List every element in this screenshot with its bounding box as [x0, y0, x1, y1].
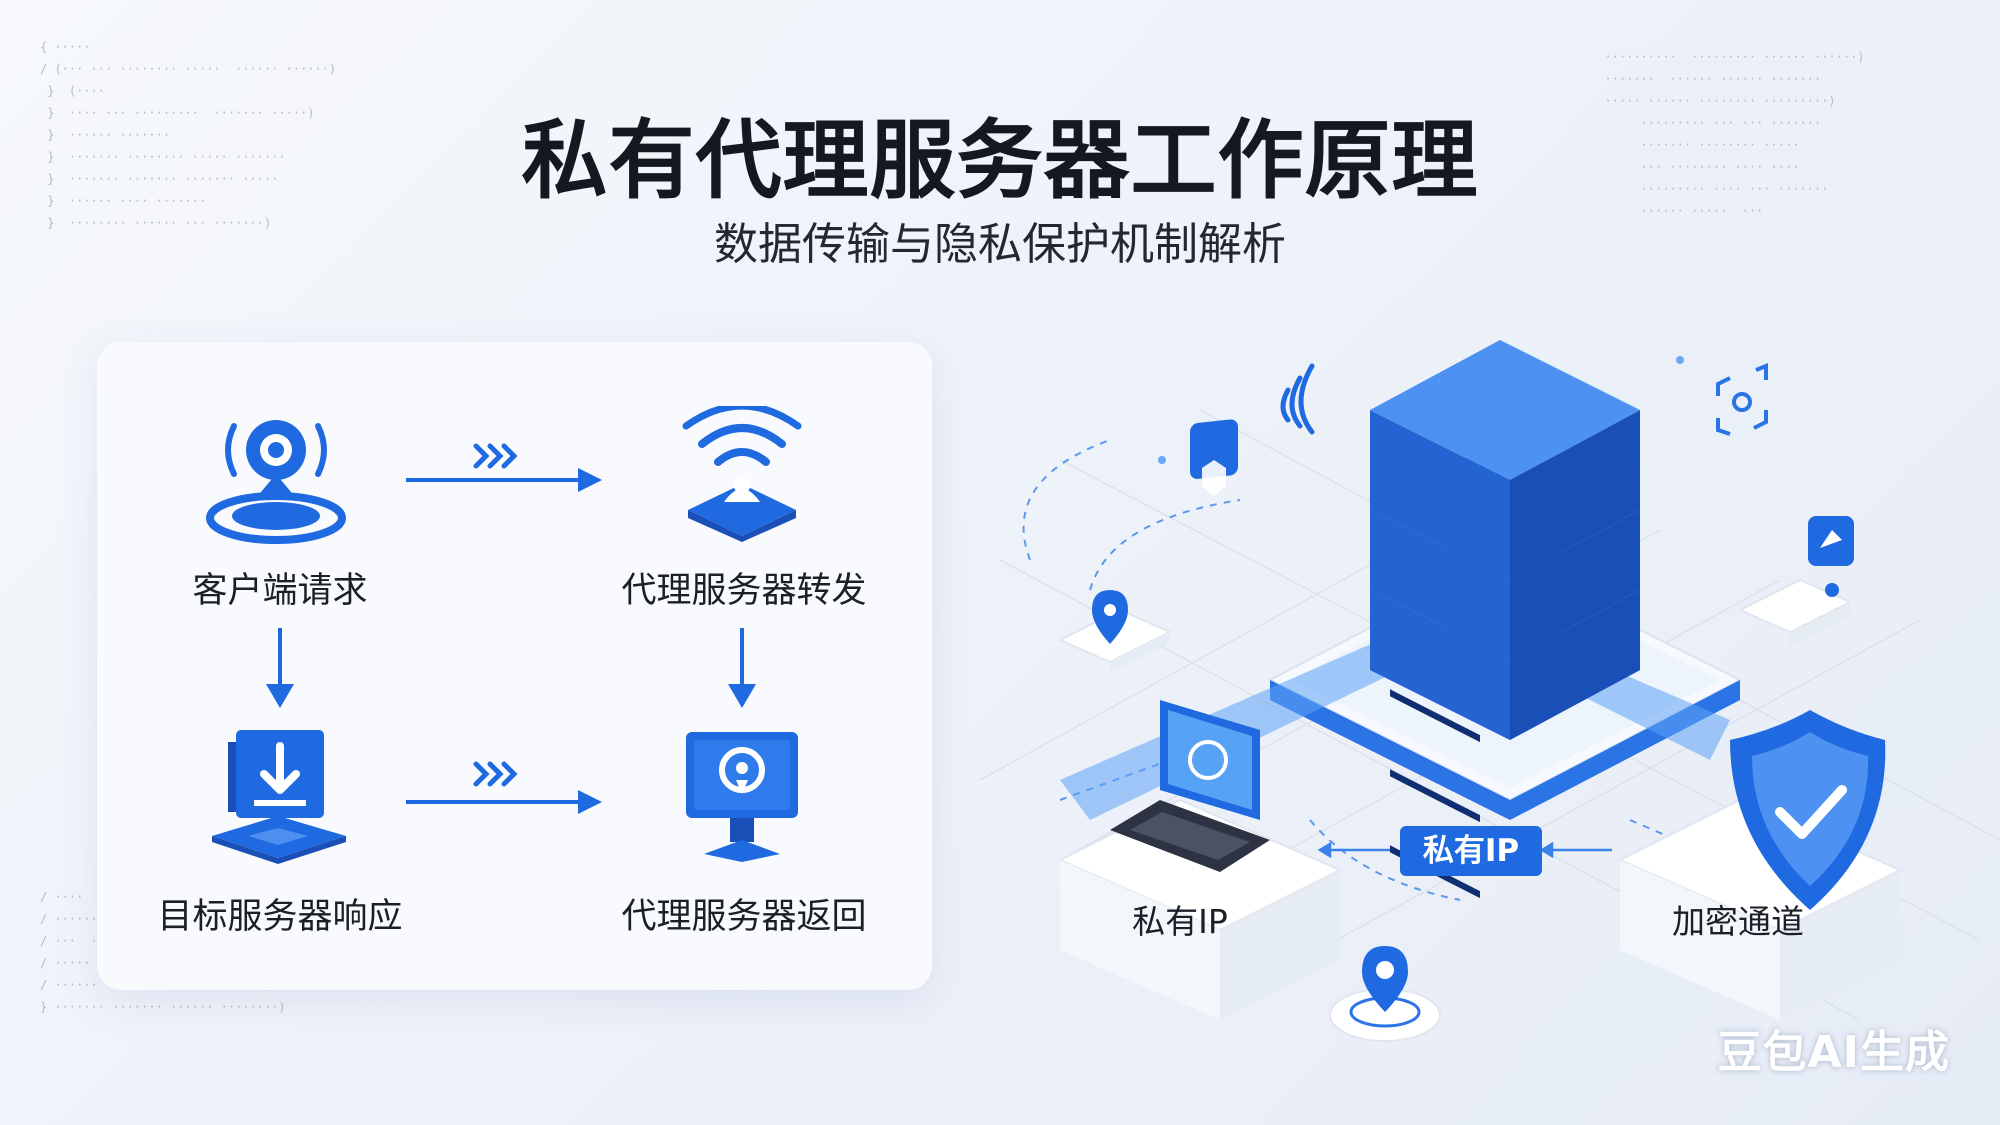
- client-signal-icon: [206, 420, 346, 544]
- watermark: 豆包AI生成: [1717, 1027, 1950, 1078]
- server-stack-icon: [1370, 340, 1640, 899]
- flow-panel: [97, 342, 932, 990]
- step-client-request: 客户端请求: [192, 571, 368, 611]
- step-proxy-return: 代理服务器返回: [621, 897, 867, 937]
- arrow-down-left: [266, 628, 294, 708]
- step-proxy-forward: 代理服务器转发: [621, 571, 867, 611]
- monitor-location-icon: [686, 732, 798, 862]
- arrow-right-top: [406, 443, 602, 492]
- page-subtitle: 数据传输与隐私保护机制解析: [714, 219, 1286, 270]
- background-code-top-right: ·········· ········· ······ ······) ····…: [1604, 50, 1865, 218]
- step-target-response: 目标服务器响应: [157, 897, 403, 937]
- laptop-icon: [1110, 700, 1270, 872]
- network-illustration: [979, 340, 2000, 1042]
- private-ip-badge: 私有IP: [1400, 826, 1542, 876]
- shield-check-icon: [1730, 710, 1886, 910]
- background-code-top-left: { ····· / (··· ··· ········ ····· ······…: [40, 40, 337, 230]
- scan-icon: [1716, 363, 1768, 436]
- left-platform-label: 私有IP: [1132, 902, 1228, 941]
- page-title: 私有代理服务器工作原理: [521, 111, 1479, 211]
- location-pin-icon: [1329, 946, 1441, 1042]
- proxy-wifi-icon: [682, 406, 802, 542]
- laptop-download-icon: [212, 730, 346, 864]
- arrow-right-bottom: [406, 761, 602, 814]
- right-platform-label: 加密通道: [1672, 902, 1804, 941]
- wifi-icon: [1280, 363, 1315, 435]
- arrow-down-right: [728, 628, 756, 708]
